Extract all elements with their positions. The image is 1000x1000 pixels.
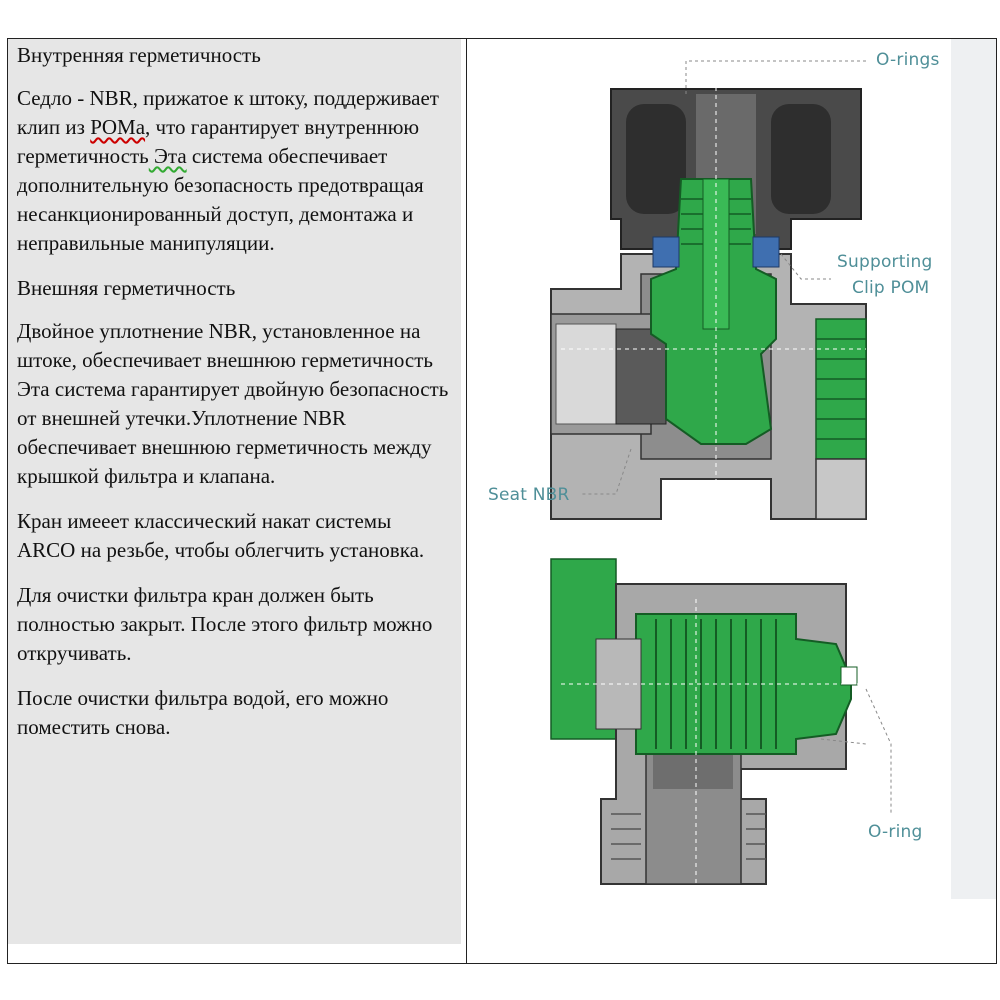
filter-cleaning-paragraph: Для очистки фильтра кран должен быть пол… xyxy=(17,583,433,665)
filter-reinstall-paragraph: После очистки фильтра водой, его можно п… xyxy=(17,686,389,739)
clip-pom-label: Clip POM xyxy=(852,278,930,298)
o-rings-label: O-rings xyxy=(876,50,940,70)
supporting-label: Supporting xyxy=(837,252,933,272)
external-sealing-paragraph: Двойное уплотнение NBR, установленное на… xyxy=(17,319,449,488)
description-text-column: Внутренняя герметичность Седло - NBR, пр… xyxy=(8,39,461,944)
valve-diagram-cell: O-rings Supporting Clip POM Seat NBR O-r… xyxy=(471,39,996,963)
valve-cross-section-diagram xyxy=(550,39,996,899)
para-segment: Седло - NBR, прижатое к штоку, поддержив… xyxy=(17,86,439,139)
arco-thread-paragraph: Кран имееет классический накат системы A… xyxy=(17,509,425,562)
seat-nbr-label: Seat NBR xyxy=(488,485,570,505)
grammar-underlined-word: Эта xyxy=(148,144,187,168)
internal-sealing-paragraph: Седло - NBR, прижатое к штоку, поддержив… xyxy=(17,84,451,258)
para-segment: , что гарантирует внутреннюю герметичнос… xyxy=(17,115,420,168)
external-sealing-heading: Внешняя герметичность xyxy=(17,276,236,300)
spell-underlined-word: POMа xyxy=(90,115,146,139)
column-divider xyxy=(466,38,467,964)
o-ring-label: O-ring xyxy=(868,822,923,842)
internal-sealing-heading: Внутренняя герметичность xyxy=(17,43,261,67)
para-segment: система обеспечивает дополнительную безо… xyxy=(17,144,424,255)
